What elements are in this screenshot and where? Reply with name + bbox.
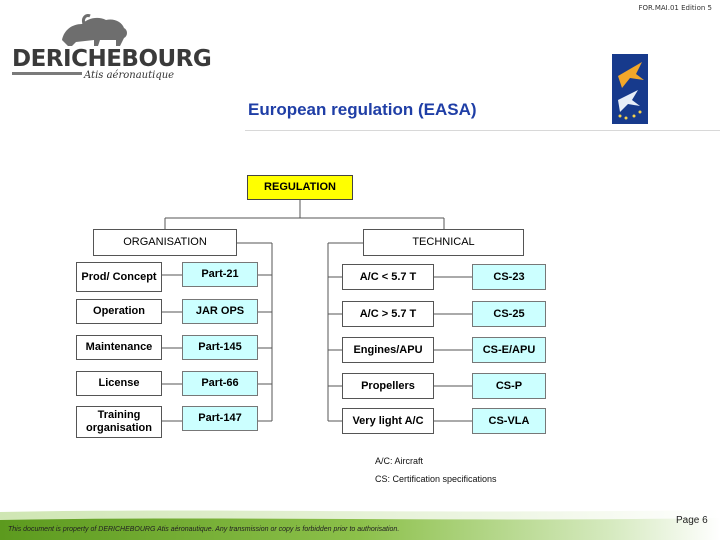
org-row-prod-concept: Prod/ Concept [76, 262, 162, 292]
part-21-node: Part-21 [182, 262, 258, 287]
logo-subtitle: Atis aéronautique [84, 70, 175, 81]
organisation-node: ORGANISATION [93, 229, 237, 256]
cs-p-node: CS-P [472, 373, 546, 399]
regulation-node: REGULATION [247, 175, 353, 200]
note-aircraft: A/C: Aircraft [375, 456, 424, 466]
logo-name: DERICHEBOURG [12, 46, 212, 72]
cs-23-node: CS-23 [472, 264, 546, 290]
tech-row-propellers: Propellers [342, 373, 434, 399]
cs-25-node: CS-25 [472, 301, 546, 327]
technical-node: TECHNICAL [363, 229, 524, 256]
part-147-node: Part-147 [182, 406, 258, 431]
part-66-node: Part-66 [182, 371, 258, 396]
tech-row-engines: Engines/APU [342, 337, 434, 363]
tech-row-very-light: Very light A/C [342, 408, 434, 434]
note-certification: CS: Certification specifications [375, 474, 497, 484]
company-logo: DERICHEBOURG Atis aéronautique [12, 12, 212, 84]
document-reference: FOR.MAI.01 Edition 5 [638, 4, 712, 12]
logo-underline [12, 72, 82, 75]
org-row-license: License [76, 371, 162, 396]
jar-ops-node: JAR OPS [182, 299, 258, 324]
page-title: European regulation (EASA) [248, 100, 477, 119]
tech-row-ac-heavy: A/C > 5.7 T [342, 301, 434, 327]
buffalo-icon [62, 14, 127, 46]
cs-vla-node: CS-VLA [472, 408, 546, 434]
page-number: Page 6 [676, 515, 708, 526]
easa-flag-icon [612, 54, 648, 124]
cs-e-apu-node: CS-E/APU [472, 337, 546, 363]
title-divider [245, 130, 720, 131]
org-row-training: Training organisation [76, 406, 162, 438]
org-row-operation: Operation [76, 299, 162, 324]
footer-disclaimer: This document is property of DERICHEBOUR… [8, 526, 400, 533]
part-145-node: Part-145 [182, 335, 258, 360]
org-row-maintenance: Maintenance [76, 335, 162, 360]
tech-row-ac-light: A/C < 5.7 T [342, 264, 434, 290]
footer-band [0, 510, 720, 540]
